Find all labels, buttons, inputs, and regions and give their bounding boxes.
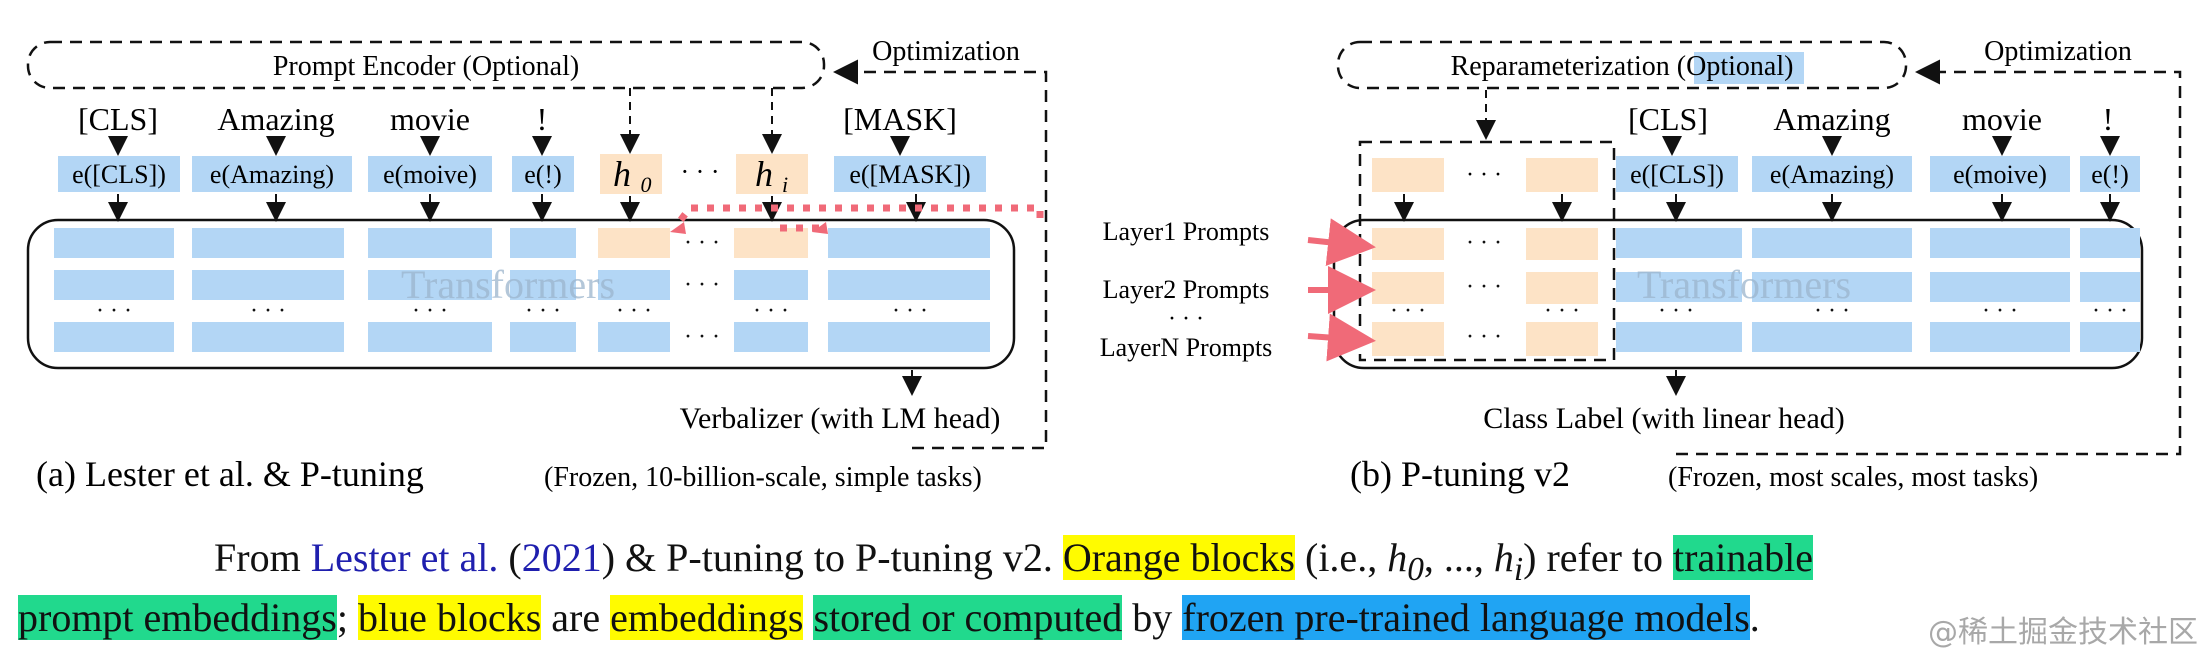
prompt-encoder-box	[26, 40, 826, 90]
blue-blocks-highlight: blue blocks	[357, 595, 542, 640]
emb-amazing-b: e(Amazing)	[1770, 160, 1894, 189]
token-exclaim-b: !	[2103, 101, 2114, 137]
prompt-embeddings-highlight: prompt embeddings	[18, 595, 337, 640]
prompt-h0-sub: 0	[641, 172, 652, 197]
stored-computed-highlight: stored or computed	[813, 595, 1123, 640]
emb-exclaim-b: e(!)	[2091, 160, 2129, 189]
subcaption-b-sub: (Frozen, most scales, most tasks)	[1668, 462, 2038, 493]
ellipsis-a6: · · ·	[412, 298, 448, 324]
emb-exclaim: e(!)	[524, 160, 562, 189]
embeddings-highlight: embeddings	[610, 595, 804, 640]
svg-text:· · ·: · · ·	[1466, 324, 1502, 350]
citation-year-link[interactable]: 2021	[521, 535, 602, 580]
panel-a: Prompt Encoder (Optional) Optimization […	[26, 36, 1048, 450]
panel-b: Reparameterization (Optional) Optimizati…	[1100, 36, 2182, 456]
citation-link[interactable]: Lester et al.	[310, 535, 499, 580]
subcaption-b: (b) P-tuning v2 (Frozen, most scales, mo…	[1350, 454, 2038, 494]
emb-movie: e(moive)	[383, 160, 477, 189]
token-movie-b: movie	[1962, 101, 2042, 137]
deep-prompt-region	[1358, 140, 1616, 362]
ellipsis-a4: · · ·	[96, 298, 132, 324]
ellipsis-a1: · · ·	[684, 230, 720, 256]
prompt-hi-box	[736, 154, 808, 194]
optimization-label-b: Optimization	[1984, 36, 2132, 67]
class-label: Class Label (with linear head)	[1483, 402, 1845, 435]
svg-text:· · ·: · · ·	[1658, 298, 1694, 324]
subcaption-a: (a) Lester et al. & P-tuning (Frozen, 10…	[36, 454, 982, 494]
token-amazing-b: Amazing	[1773, 101, 1890, 137]
token-amazing: Amazing	[217, 101, 334, 137]
emb-cls-box	[58, 156, 180, 192]
subcaption-a-main: (a) Lester et al. & P-tuning	[36, 454, 424, 494]
transformer-grid-a	[54, 228, 990, 352]
token-cls: [CLS]	[78, 101, 158, 137]
emb-cls-b: e([CLS])	[1630, 160, 1724, 189]
reparam-box	[1336, 40, 1908, 90]
figure-caption-line-1: From Lester et al. (2021) & P-tuning to …	[214, 535, 1813, 588]
ellipsis-a2: · · ·	[684, 272, 720, 298]
orange-blocks-highlight: Orange blocks	[1062, 535, 1295, 580]
verbalizer-label: Verbalizer (with LM head)	[680, 402, 1001, 435]
ellipsis-a8: · · ·	[616, 298, 652, 324]
token-exclaim: !	[537, 101, 548, 137]
prompt-encoder-label: Prompt Encoder (Optional)	[273, 51, 579, 82]
prompt-hi-sub: i	[782, 172, 788, 197]
frozen-plm-highlight: frozen pre-trained language models	[1182, 595, 1750, 640]
figure-caption-line-2: prompt embeddings; blue blocks are embed…	[18, 595, 1760, 640]
svg-text:· · ·: · · ·	[2092, 298, 2128, 324]
reparam-label: Reparameterization (Optional)	[1451, 51, 1794, 82]
emb-movie-b: e(moive)	[1953, 160, 2047, 189]
ellipsis-a3: · · ·	[684, 324, 720, 350]
optional-highlight	[1694, 52, 1804, 84]
ellipsis-a9: · · ·	[753, 298, 789, 324]
watermark: @稀土掘金技术社区	[1928, 615, 2198, 650]
emb-amazing-box	[192, 156, 352, 192]
prompt-h0: h	[613, 154, 631, 194]
layern-prompts-label: LayerN Prompts	[1100, 333, 1273, 362]
trainable-highlight: trainable	[1673, 535, 1813, 580]
ellipsis-a7: · · ·	[525, 298, 561, 324]
svg-text:· · ·: · · ·	[1168, 306, 1204, 332]
optimization-path-b	[1676, 59, 2182, 456]
emb-amazing: e(Amazing)	[210, 160, 334, 189]
token-cls-b: [CLS]	[1628, 101, 1708, 137]
optimization-label-a: Optimization	[872, 36, 1020, 67]
layer1-prompts-label: Layer1 Prompts	[1103, 217, 1270, 246]
transformers-label-b: Transformers	[1637, 262, 1851, 307]
emb-mask-box	[834, 156, 986, 192]
transformer-box-a	[26, 218, 1016, 370]
emb-exclaim-box	[512, 156, 574, 192]
ellipsis-a10: · · ·	[892, 298, 928, 324]
prompt-hi: h	[755, 154, 773, 194]
transformers-label-a: Transformers	[401, 262, 615, 307]
emb-mask: e([MASK])	[849, 160, 970, 189]
emb-cls: e([CLS])	[72, 160, 166, 189]
emb-movie-box	[368, 156, 492, 192]
svg-text:· · ·: · · ·	[1466, 230, 1502, 256]
ellipsis-emb-a: · · ·	[681, 157, 720, 186]
method-figure: Prompt Encoder (Optional) Optimization […	[26, 36, 2182, 494]
prompt-h0-box	[600, 154, 662, 194]
svg-text:· · ·: · · ·	[1814, 298, 1850, 324]
svg-text:· · ·: · · ·	[1390, 298, 1426, 324]
svg-text:· · ·: · · ·	[1544, 298, 1580, 324]
svg-text:· · ·: · · ·	[1982, 298, 2018, 324]
subcaption-a-sub: (Frozen, 10-billion-scale, simple tasks)	[544, 462, 982, 493]
subcaption-b-main: (b) P-tuning v2	[1350, 454, 1570, 494]
token-mask: [MASK]	[843, 101, 957, 137]
ellipsis-a5: · · ·	[250, 298, 286, 324]
svg-text:· · ·: · · ·	[1466, 274, 1502, 300]
svg-text:· · ·: · · ·	[1466, 162, 1502, 188]
token-movie: movie	[390, 101, 470, 137]
optimization-path-a	[833, 59, 1048, 450]
red-dotted-arrow-a	[673, 204, 1044, 229]
layer2-prompts-label: Layer2 Prompts	[1103, 275, 1270, 304]
transformer-grid-b	[1372, 228, 2140, 356]
